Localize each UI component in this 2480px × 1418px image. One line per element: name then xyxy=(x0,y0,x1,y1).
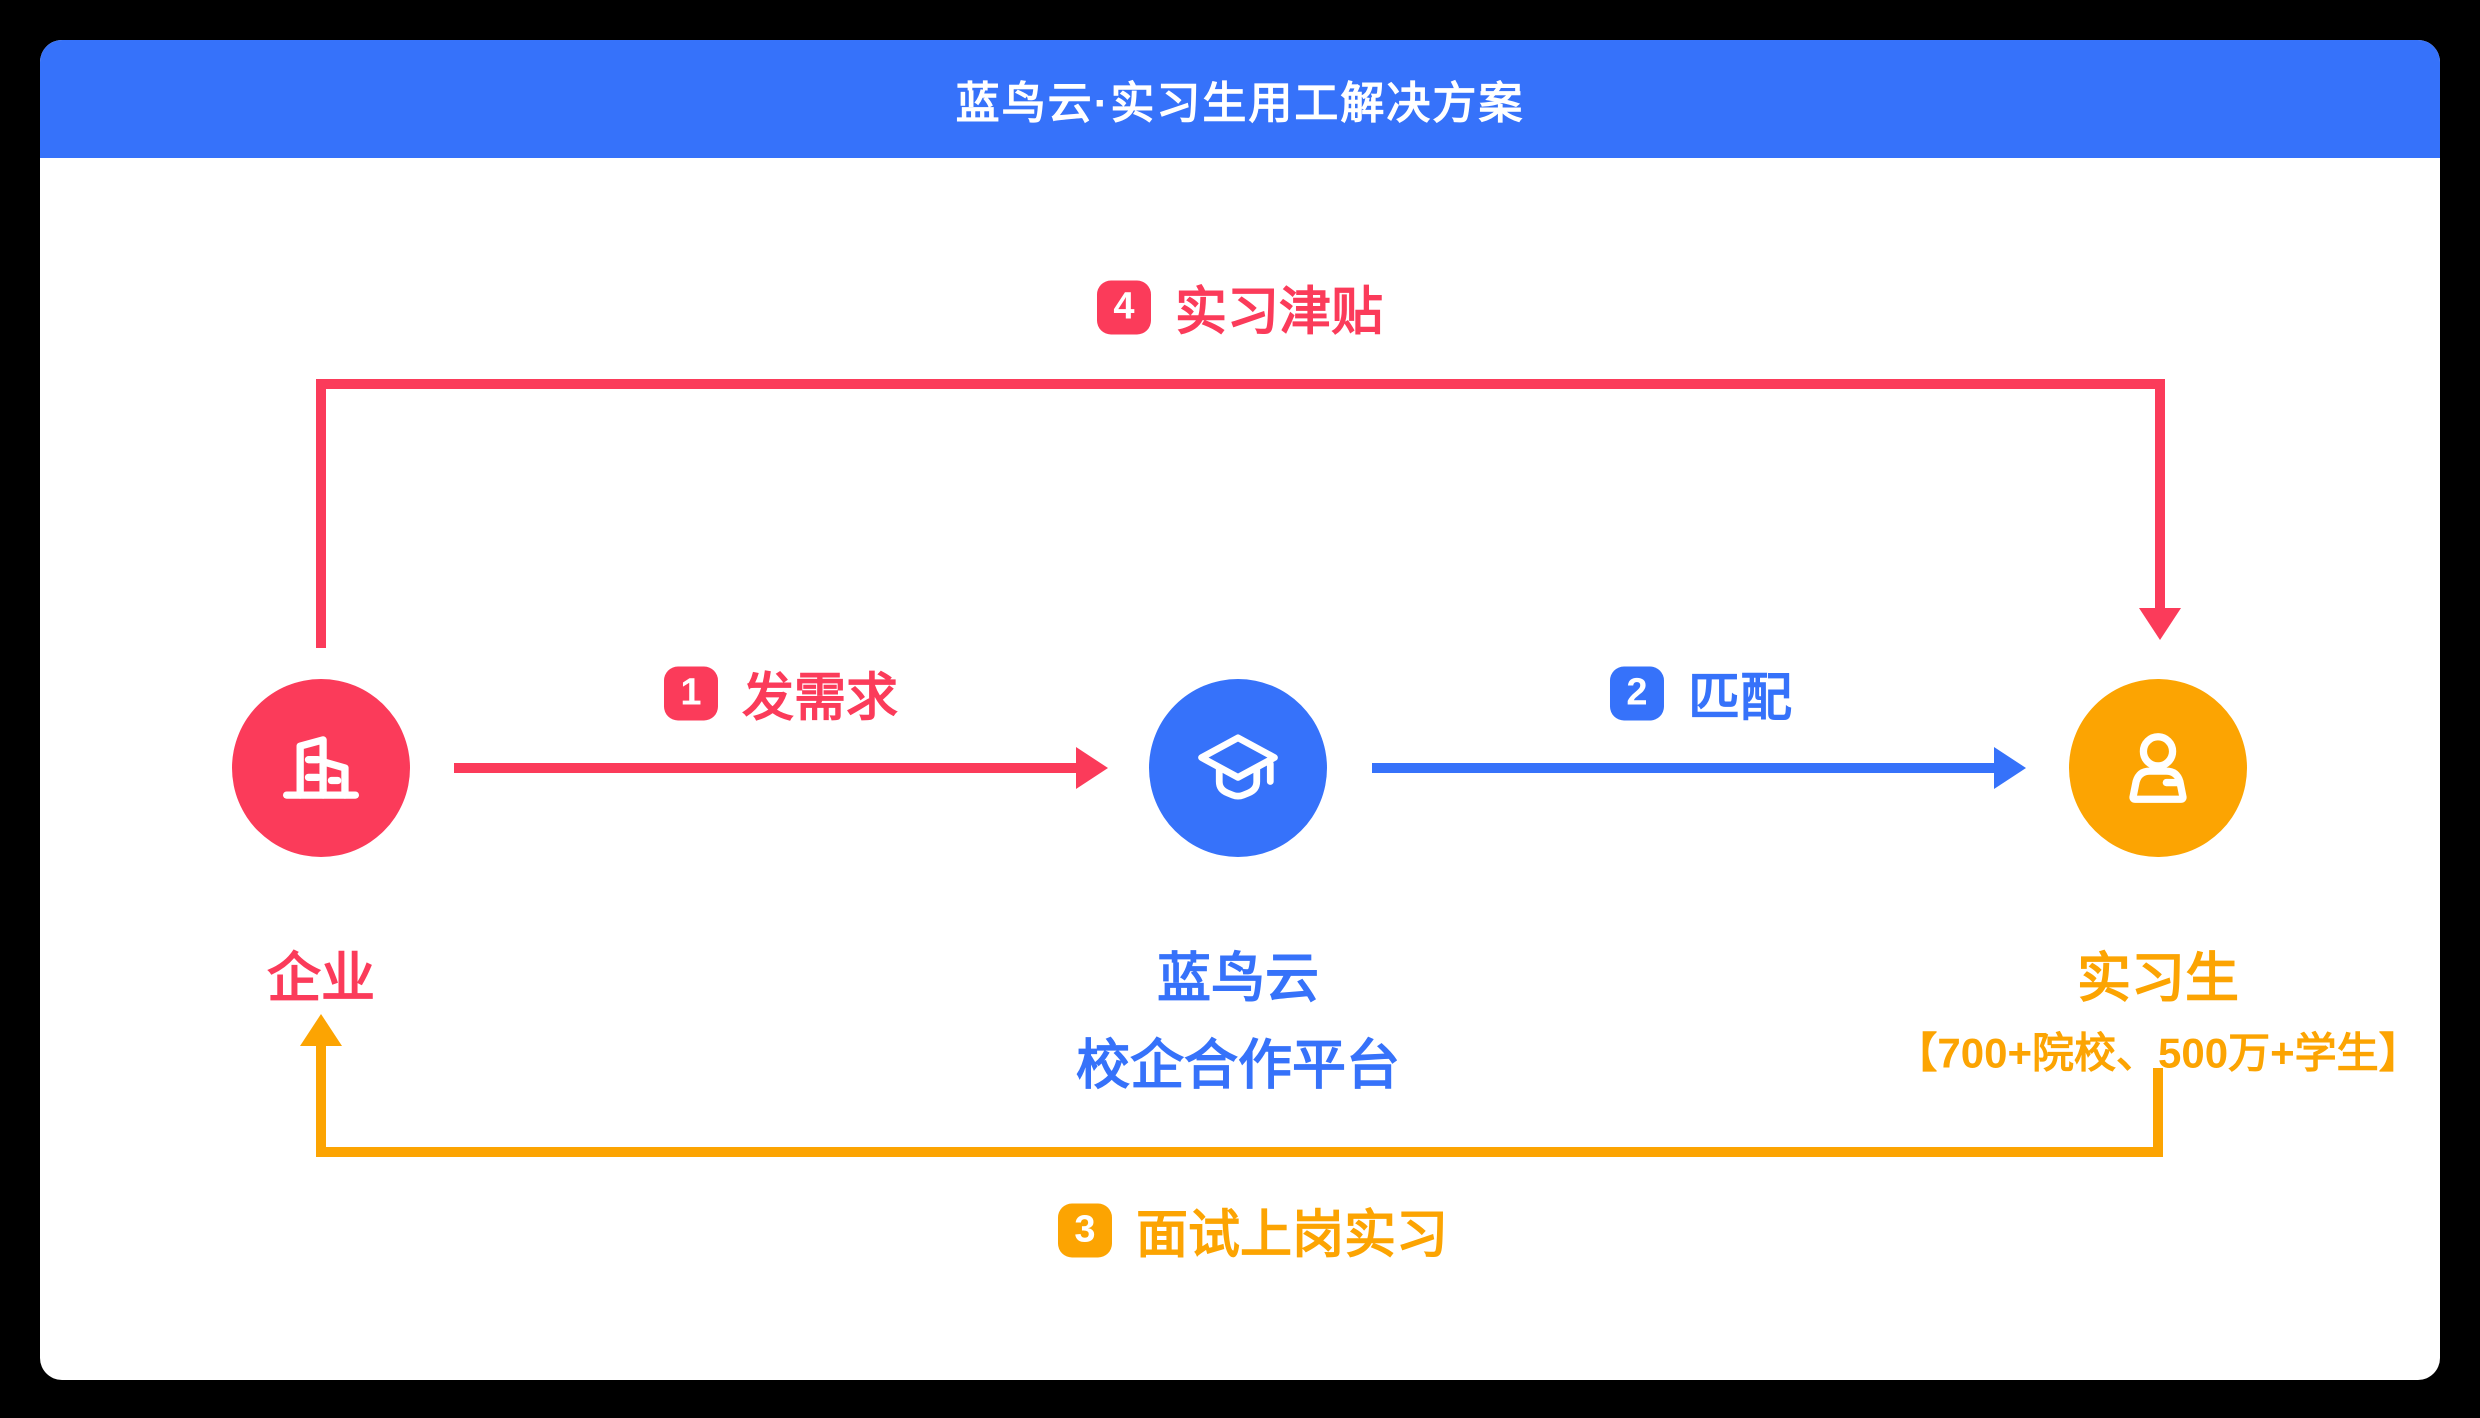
step-2-badge: 2 xyxy=(1609,666,1664,720)
arrow-step-3 xyxy=(300,1014,2163,1157)
person-icon xyxy=(2129,733,2187,803)
node-intern xyxy=(2069,679,2247,857)
node-enterprise xyxy=(232,679,410,857)
card: 蓝鸟云·实习生用工解决方案 xyxy=(40,40,2440,1380)
arrow-step-4 xyxy=(316,379,2181,648)
step-1-label: 1 发需求 xyxy=(663,656,899,731)
node-enterprise-label: 企业 xyxy=(267,948,375,1009)
node-intern-label: 实习生 xyxy=(2077,948,2239,1009)
node-platform-label: 蓝鸟云 xyxy=(1157,948,1319,1009)
step-4-badge: 4 xyxy=(1096,280,1151,334)
step-1-text: 发需求 xyxy=(741,669,899,728)
node-intern-subtitle: 【700+院校、500万+学生】 xyxy=(1895,1029,2421,1077)
step-3-text: 面试上岗实习 xyxy=(1135,1206,1449,1265)
step-3-label: 3 面试上岗实习 xyxy=(1057,1193,1449,1268)
step-2-label: 2 匹配 xyxy=(1609,656,1793,731)
step-3-badge: 3 xyxy=(1057,1203,1112,1257)
step-4-text: 实习津贴 xyxy=(1174,283,1384,342)
step-2-text: 匹配 xyxy=(1687,669,1793,728)
arrow-step-2 xyxy=(1372,747,2026,789)
step-4-label: 4 实习津贴 xyxy=(1096,270,1384,345)
step-1-badge: 1 xyxy=(663,666,718,720)
node-platform xyxy=(1149,679,1327,857)
arrow-step-1 xyxy=(454,747,1108,789)
building-icon xyxy=(282,736,360,799)
flow-arrows xyxy=(300,379,2181,1157)
graduation-cap-icon xyxy=(1198,734,1278,800)
node-platform-label2: 校企合作平台 xyxy=(1076,1035,1400,1096)
header-bar: 蓝鸟云·实习生用工解决方案 xyxy=(40,40,2440,158)
diagram: 4 实习津贴 1 发需求 2 匹配 3 面试上岗实习 xyxy=(40,158,2440,1380)
page-title: 蓝鸟云·实习生用工解决方案 xyxy=(955,79,1525,128)
